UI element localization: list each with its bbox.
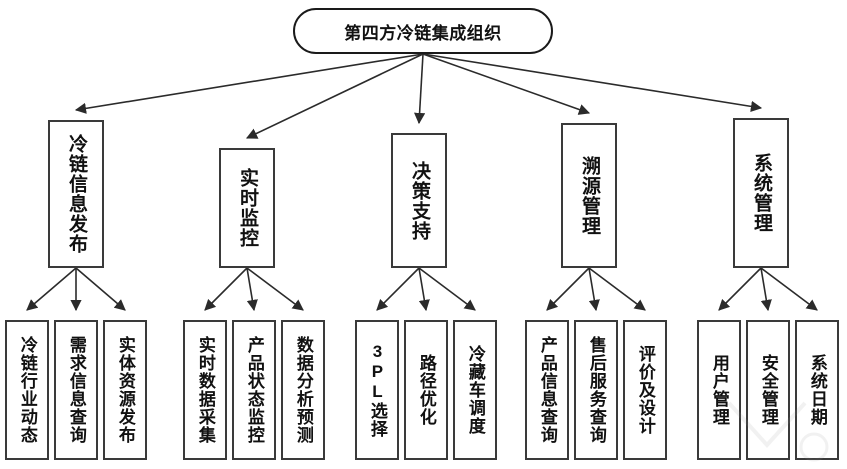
leaf-node-3-1-label: 售后服务查询 [586,336,606,444]
leaf-node-4-0-label: 用户管理 [709,354,729,426]
leaf-node-0-0[interactable]: 冷链行业动态 [5,320,49,460]
leaf-node-3-2-label: 评价及设计 [635,345,655,435]
branch-node-0[interactable]: 冷链信息发布 [48,120,104,268]
edge-branch-2-to-leaf-1 [418,267,430,312]
edge-root-to-branch-3 [422,53,591,115]
leaf-node-3-2[interactable]: 评价及设计 [623,320,667,460]
leaf-node-1-0-label: 实时数据采集 [195,336,215,444]
leaf-node-4-0[interactable]: 用户管理 [697,320,741,460]
edge-root-to-branch-0 [74,53,424,114]
leaf-node-0-2-label: 实体资源发布 [115,336,135,444]
leaf-node-0-2[interactable]: 实体资源发布 [103,320,147,460]
leaf-node-0-1-label: 需求信息查询 [66,336,86,444]
root-node-label: 第四方冷链集成组织 [344,23,502,43]
edge-branch-4-to-leaf-1 [760,267,772,312]
branch-node-4-label: 系统管理 [750,153,772,233]
edge-branch-1-to-leaf-0 [204,267,248,311]
edge-root-to-branch-1 [245,53,424,139]
leaf-node-1-2[interactable]: 数据分析预测 [281,320,325,460]
leaf-node-4-2-label: 系统日期 [807,354,827,426]
leaf-node-1-1[interactable]: 产品状态监控 [232,320,276,460]
edge-branch-1-to-leaf-1 [246,267,258,312]
edge-branch-4-to-leaf-2 [760,267,818,311]
leaf-node-1-2-label: 数据分析预测 [293,336,313,444]
leaf-node-2-2[interactable]: 冷藏车调度 [453,320,497,460]
edge-branch-2-to-leaf-0 [376,267,420,311]
branch-node-4[interactable]: 系统管理 [733,118,789,268]
branch-node-1-label: 实时监控 [236,168,258,248]
leaf-node-0-1[interactable]: 需求信息查询 [54,320,98,460]
edge-branch-2-to-leaf-2 [418,267,476,311]
branch-node-3-label: 溯源管理 [578,155,600,236]
branch-node-1[interactable]: 实时监控 [219,148,275,268]
leaf-node-3-1[interactable]: 售后服务查询 [574,320,618,460]
leaf-node-1-0[interactable]: 实时数据采集 [183,320,227,460]
root-node[interactable]: 第四方冷链集成组织 [293,8,553,54]
leaf-node-3-0-label: 产品信息查询 [537,336,557,444]
edge-branch-3-to-leaf-0 [546,267,590,311]
branch-node-2-label: 决策支持 [408,160,430,241]
edge-branch-1-to-leaf-2 [246,267,304,311]
leaf-node-2-0[interactable]: 3PL选择 [355,320,399,460]
edge-branch-3-to-leaf-1 [588,267,600,312]
leaf-node-3-0[interactable]: 产品信息查询 [525,320,569,460]
leaf-node-4-2[interactable]: 系统日期 [795,320,839,460]
leaf-node-2-1-label: 路径优化 [416,354,436,426]
leaf-node-2-1[interactable]: 路径优化 [404,320,448,460]
edge-branch-0-to-leaf-2 [75,267,126,311]
edge-branch-3-to-leaf-2 [588,267,646,311]
leaf-node-4-1-label: 安全管理 [758,354,778,426]
edge-root-to-branch-2 [413,53,426,125]
edge-branch-0-to-leaf-0 [26,267,77,311]
branch-node-0-label: 冷链信息发布 [65,134,87,254]
edge-root-to-branch-4 [422,53,763,112]
branch-node-3[interactable]: 溯源管理 [561,123,617,268]
branch-node-2[interactable]: 决策支持 [391,133,447,268]
leaf-node-2-2-label: 冷藏车调度 [465,345,485,435]
leaf-node-1-1-label: 产品状态监控 [244,336,264,444]
edge-branch-4-to-leaf-0 [718,267,762,311]
leaf-node-4-1[interactable]: 安全管理 [746,320,790,460]
leaf-node-0-0-label: 冷链行业动态 [17,336,37,444]
leaf-node-2-0-label: 3PL选择 [367,342,387,438]
